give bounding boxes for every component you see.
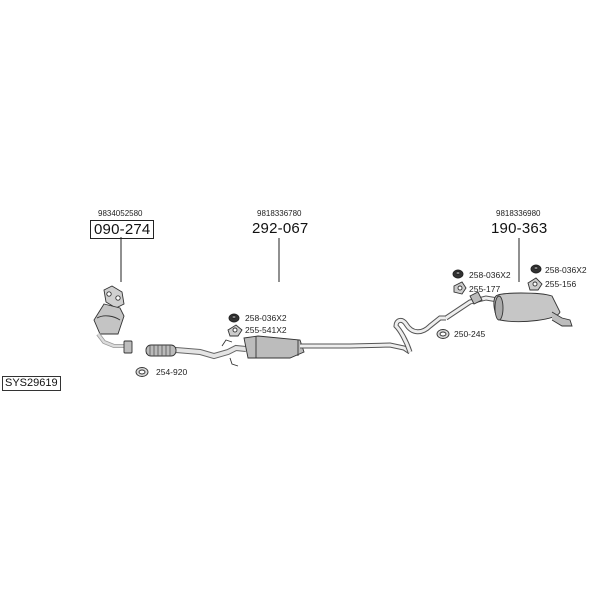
bracket-255-177: [453, 281, 467, 295]
system-code: SYS29619: [2, 376, 61, 391]
hanger-rubber-middle: [228, 313, 240, 323]
rear-silencer: [444, 291, 573, 327]
catalytic-converter: [93, 285, 133, 354]
clamp-254-920: [135, 367, 149, 377]
label-258-036x2-rear-right[interactable]: 258-036X2: [545, 265, 587, 275]
clamp-250-245: [436, 329, 450, 339]
hanger-rubber-rear-right: [530, 264, 542, 274]
middle-pipe: [145, 315, 446, 367]
bracket-255-541: [227, 324, 243, 337]
ref-catalyst[interactable]: 090-274: [90, 220, 155, 239]
bracket-255-156: [527, 277, 543, 291]
hanger-rubber-rear-left: [452, 269, 464, 279]
label-255-541x2[interactable]: 255-541X2: [245, 325, 287, 335]
ref-rear[interactable]: 190-363: [491, 220, 548, 237]
part-number-catalyst: 9834052580: [98, 209, 143, 218]
label-250-245[interactable]: 250-245: [454, 329, 486, 339]
label-254-920[interactable]: 254-920: [156, 367, 188, 377]
label-255-177[interactable]: 255-177: [469, 284, 501, 294]
label-258-036x2-rear-left[interactable]: 258-036X2: [469, 270, 511, 280]
part-number-rear: 9818336980: [496, 209, 541, 218]
part-number-middle: 9818336780: [257, 209, 302, 218]
ref-middle[interactable]: 292-067: [252, 220, 309, 237]
label-258-036x2-middle[interactable]: 258-036X2: [245, 313, 287, 323]
label-255-156[interactable]: 255-156: [545, 279, 577, 289]
